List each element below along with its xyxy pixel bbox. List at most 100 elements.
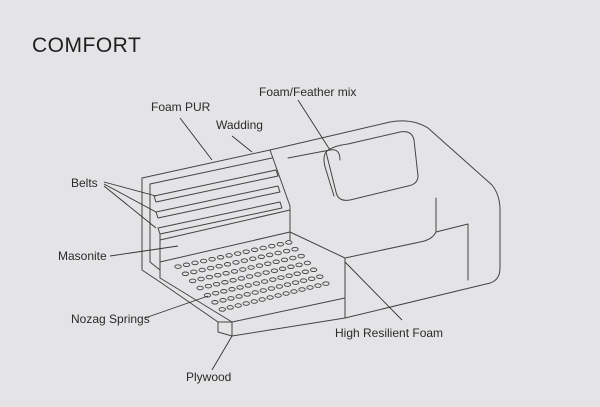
- spring-coil: [247, 265, 255, 270]
- spring-coil: [280, 257, 289, 263]
- spring-coil: [243, 292, 251, 297]
- spring-coil: [222, 271, 230, 276]
- spring-coil: [242, 301, 250, 306]
- spring-coil: [196, 285, 204, 291]
- spring-coil: [242, 249, 250, 254]
- spring-coil: [291, 246, 299, 252]
- spring-coil: [267, 286, 276, 291]
- leader-foam-feather: [297, 99, 331, 151]
- spring-coil: [283, 282, 292, 287]
- back-cushion: [325, 131, 419, 201]
- spring-coil: [268, 243, 276, 249]
- spring-coil: [212, 290, 220, 296]
- spring-coil: [181, 271, 190, 277]
- spring-coil: [257, 254, 265, 260]
- spring-coil: [226, 305, 234, 310]
- spring-coil: [254, 272, 262, 277]
- spring-coil: [299, 278, 308, 283]
- spring-coil: [234, 251, 242, 256]
- spring-coil: [174, 264, 182, 269]
- spring-coil: [236, 285, 244, 290]
- spring-coil: [197, 276, 205, 282]
- spring-coil: [239, 267, 247, 272]
- leader-belts: [103, 185, 157, 229]
- spring-coil: [214, 272, 222, 278]
- spring-coil: [274, 293, 282, 298]
- spring-coil: [245, 274, 254, 279]
- spring-coil: [227, 296, 235, 301]
- spring-coil: [316, 274, 324, 279]
- label-foam-feather: Foam/Feather mix: [259, 85, 356, 99]
- spring-coil: [191, 260, 199, 266]
- spring-coil: [225, 253, 233, 258]
- leader-wadding: [231, 135, 253, 153]
- spring-coil: [235, 294, 243, 299]
- spring-coil: [285, 273, 293, 278]
- leader-high-resilient: [344, 261, 403, 321]
- spring-coil: [218, 307, 226, 312]
- label-nozag: Nozag Springs: [71, 312, 150, 326]
- spring-coil: [237, 276, 246, 281]
- label-wadding: Wadding: [216, 118, 263, 132]
- leader-belts: [103, 181, 157, 197]
- sofa-outline: [269, 120, 501, 319]
- spring-coil: [220, 289, 228, 294]
- spring-coil: [240, 258, 249, 263]
- spring-coil: [314, 283, 322, 288]
- belt: [153, 169, 279, 203]
- spring-coil: [203, 292, 212, 298]
- spring-coil: [258, 297, 266, 302]
- spring-coil: [295, 262, 303, 268]
- spring-coil: [215, 263, 223, 269]
- spring-coil: [199, 258, 208, 264]
- spring-coil: [230, 269, 239, 274]
- spring-coil: [232, 260, 240, 265]
- spring-coil: [252, 281, 261, 286]
- spring-coil: [251, 290, 259, 295]
- spring-coil: [289, 255, 297, 261]
- spring-coil: [262, 270, 270, 275]
- spring-coil: [301, 269, 310, 275]
- spring-coil: [249, 256, 257, 261]
- label-foam-pur: Foam PUR: [151, 100, 211, 114]
- spring-coil: [208, 256, 216, 262]
- spring-coil: [259, 288, 267, 293]
- leader-foam-pur: [179, 117, 213, 161]
- spring-coil: [259, 245, 267, 251]
- backrest-frame: [141, 149, 291, 241]
- spring-coil: [219, 298, 227, 303]
- spring-coil: [205, 274, 214, 280]
- spring-coil: [182, 262, 191, 268]
- spring-coil: [204, 283, 213, 289]
- spring-coil: [297, 253, 305, 259]
- spring-coil: [269, 277, 277, 282]
- spring-coil: [285, 240, 293, 245]
- page-title: COMFORT: [32, 34, 142, 57]
- spring-coil: [308, 276, 316, 281]
- spring-coil: [221, 280, 229, 285]
- spring-coil: [306, 285, 314, 290]
- label-masonite: Masonite: [58, 249, 107, 263]
- spring-coil: [298, 287, 306, 292]
- spring-coil: [322, 281, 330, 286]
- nozag-springs-grid: [174, 240, 330, 312]
- spring-coil: [282, 248, 291, 254]
- spring-coil: [229, 278, 237, 283]
- seat-frame: [159, 231, 346, 263]
- leader-plywood: [211, 335, 233, 371]
- spring-coil: [212, 281, 221, 287]
- spring-coil: [270, 268, 279, 273]
- spring-coil: [275, 284, 284, 289]
- belt: [157, 201, 283, 235]
- spring-coil: [198, 267, 206, 273]
- spring-coil: [255, 263, 264, 268]
- spring-coil: [223, 262, 232, 267]
- spring-coil: [272, 259, 280, 265]
- spring-coil: [264, 261, 272, 266]
- spring-coil: [260, 279, 269, 284]
- spring-coil: [274, 250, 282, 256]
- spring-coil: [216, 255, 225, 260]
- spring-coil: [278, 266, 287, 272]
- spring-coil: [276, 241, 284, 247]
